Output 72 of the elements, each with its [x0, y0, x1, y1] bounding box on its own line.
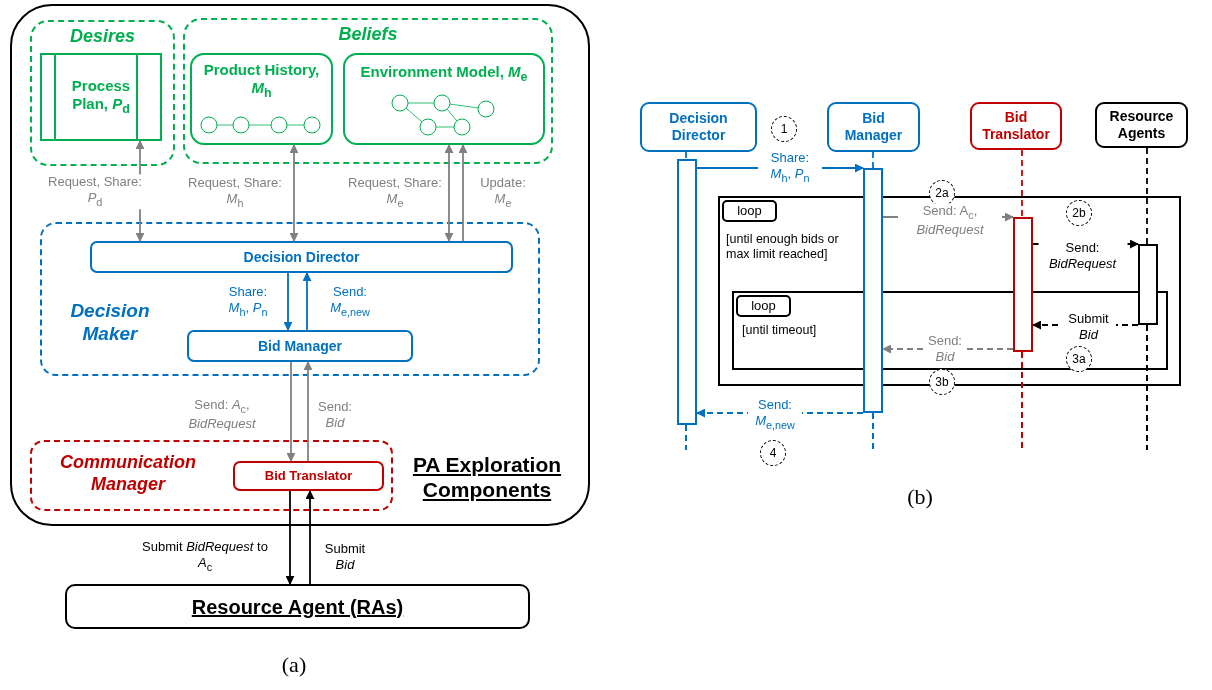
- participant-box: [1095, 102, 1188, 148]
- node-label: Bid Translator: [264, 468, 353, 484]
- process-box: [187, 330, 413, 362]
- process-box: [65, 584, 530, 629]
- node-label: Bid Translator: [981, 109, 1051, 143]
- step-number: 3b: [935, 374, 949, 390]
- panel-caption: (b): [907, 484, 933, 510]
- activation-bar: [1138, 244, 1158, 325]
- step-number: 4: [769, 445, 777, 461]
- arrow: [283, 272, 293, 331]
- group-frame: [30, 20, 175, 166]
- participant-box: [827, 102, 920, 152]
- guard-condition: [until timeout]: [742, 323, 818, 338]
- lifeline: [1021, 149, 1023, 218]
- participant-box: [970, 102, 1062, 150]
- frame-tag: loop: [722, 200, 777, 222]
- node-label: Product History, M$_{h}$: [202, 61, 321, 101]
- activation-bar: [1013, 217, 1033, 352]
- activation-bar: [677, 159, 697, 425]
- step-number-circle: [929, 180, 955, 206]
- step-number-circle: [1066, 200, 1092, 226]
- arrow: [289, 144, 299, 242]
- lifeline: [872, 151, 874, 169]
- node-label: Bid Manager: [258, 337, 342, 355]
- step-number: 2b: [1072, 205, 1086, 221]
- frame-tag: loop: [736, 295, 791, 317]
- arrow: [882, 344, 1014, 354]
- arrow: [303, 361, 313, 462]
- arrow: [696, 163, 864, 173]
- node-label: Resource Agent (RAs): [191, 594, 404, 619]
- group-frame: [30, 440, 393, 511]
- group-title: Beliefs: [337, 24, 399, 46]
- node-label: Resource Agents: [1108, 108, 1175, 142]
- model-box: [343, 53, 545, 145]
- arrow: [305, 490, 315, 585]
- process-box: [90, 241, 513, 273]
- lifeline: [1146, 147, 1148, 245]
- group-title: Desires: [68, 26, 137, 48]
- step-number: 2a: [935, 185, 949, 201]
- arrow: [302, 272, 312, 331]
- edge-label: Send: A$_{c}$, BidRequest: [898, 203, 1002, 239]
- panel-heading: PA Exploration Components: [411, 452, 563, 503]
- node-label: Bid Manager: [843, 110, 904, 144]
- arrow: [696, 408, 864, 418]
- node-label: Environment Model, M$_{e}$: [359, 63, 529, 85]
- step-number: 3a: [1072, 351, 1086, 367]
- step-number: 1: [780, 121, 788, 137]
- process-box: [233, 461, 384, 491]
- guard-condition: [until enough bids or max limit reached]: [726, 232, 840, 262]
- panel-caption: (a): [281, 652, 307, 678]
- node-label: Process Plan, P$_{d}$: [70, 77, 132, 117]
- edge-label: Send: M$_{e,new}$: [748, 397, 802, 433]
- node-label: Decision Director: [668, 110, 729, 144]
- step-number-circle: [1066, 346, 1092, 372]
- arrow: [444, 144, 454, 242]
- group-title: Communication Manager: [59, 452, 197, 496]
- arrow: [458, 144, 468, 242]
- arrow: [135, 140, 145, 242]
- node-label: Decision Director: [243, 248, 360, 266]
- arrow: [286, 361, 296, 462]
- step-number-circle: [929, 369, 955, 395]
- participant-box: [640, 102, 757, 152]
- process-box: [40, 53, 162, 141]
- arrow: [1032, 320, 1139, 330]
- step-number-circle: [771, 116, 797, 142]
- group-title: Decision Maker: [69, 300, 151, 346]
- arrow: [285, 490, 295, 585]
- step-number-circle: [760, 440, 786, 466]
- group-frame: [183, 18, 553, 164]
- lifeline: [685, 151, 687, 160]
- model-box: [190, 53, 333, 145]
- activation-bar: [863, 168, 883, 413]
